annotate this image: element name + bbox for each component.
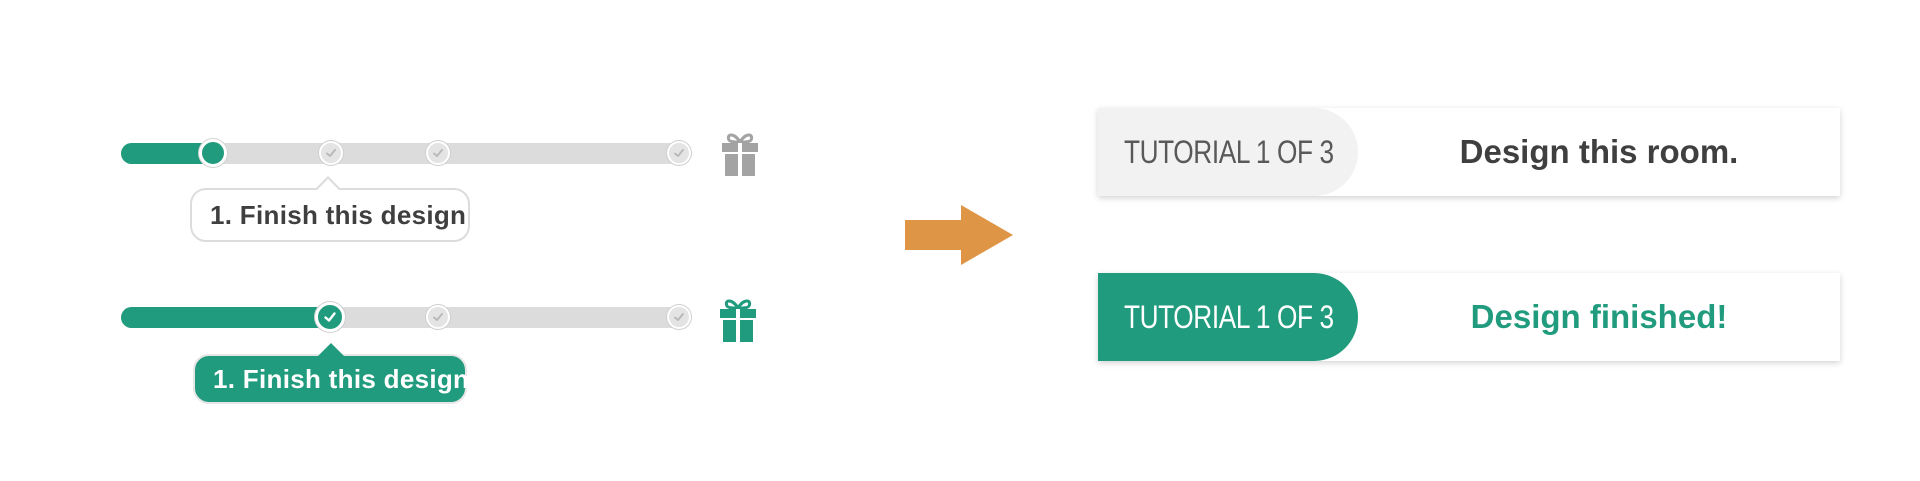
tutorial-step-badge: TUTORIAL 1 OF 3	[1098, 273, 1358, 361]
tutorial-message: Design finished!	[1470, 298, 1728, 335]
tutorial-step-label: TUTORIAL 1 OF 3	[1124, 298, 1334, 335]
milestone-3	[667, 141, 691, 165]
check-icon	[324, 312, 336, 322]
milestone-2	[426, 305, 450, 329]
check-icon	[326, 149, 336, 157]
gift-icon	[722, 133, 758, 176]
tooltip-task-before: 1. Finish this design	[190, 176, 470, 242]
milestone-2	[426, 141, 450, 165]
tutorial-banner-before: TUTORIAL 1 OF 3 Design this room.	[1098, 108, 1840, 196]
progress-fill	[121, 143, 213, 164]
tutorial-step-badge: TUTORIAL 1 OF 3	[1098, 108, 1358, 196]
progress-bar-before	[121, 139, 691, 167]
milestone-3	[667, 305, 691, 329]
check-icon	[433, 313, 443, 321]
tooltip-label: 1. Finish this design	[213, 363, 470, 394]
tooltip-label: 1. Finish this design	[210, 199, 467, 230]
tutorial-banner-after: TUTORIAL 1 OF 3 Design finished!	[1098, 273, 1840, 361]
check-icon	[674, 149, 684, 157]
milestone-1-complete	[315, 302, 345, 332]
gift-icon	[720, 299, 756, 342]
arrow-right-icon	[905, 205, 1013, 265]
milestone-1	[319, 141, 343, 165]
tutorial-message: Design this room.	[1459, 133, 1739, 170]
check-icon	[674, 313, 684, 321]
progress-fill	[121, 307, 331, 328]
check-icon	[433, 149, 443, 157]
tutorial-step-label: TUTORIAL 1 OF 3	[1124, 133, 1334, 170]
progress-handle	[199, 139, 227, 167]
progress-bar-after	[121, 302, 691, 332]
tooltip-task-after: 1. Finish this design	[193, 343, 470, 404]
